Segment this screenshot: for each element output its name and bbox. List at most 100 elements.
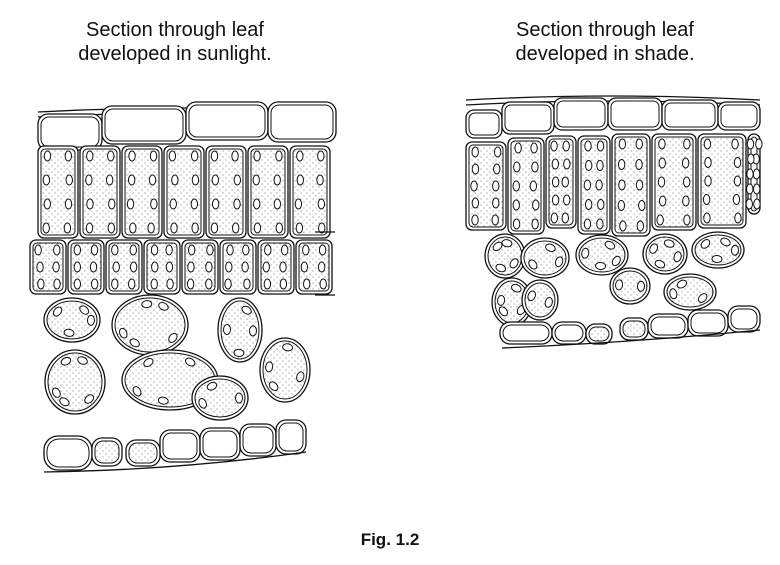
chloroplast <box>554 256 564 268</box>
chloroplast <box>730 244 739 256</box>
cell-membrane <box>504 104 552 132</box>
chloroplast <box>746 183 754 195</box>
chloroplast <box>89 261 98 273</box>
chloroplast <box>85 174 93 186</box>
chloroplast <box>682 195 690 207</box>
chloroplast <box>702 194 711 205</box>
chloroplast <box>223 324 232 336</box>
chloroplast <box>563 194 571 206</box>
chloroplast <box>59 397 70 407</box>
chloroplast <box>531 218 539 230</box>
chloroplast <box>149 150 158 162</box>
chloroplast <box>233 348 245 357</box>
chloroplast <box>531 161 539 173</box>
chloroplast <box>584 140 592 152</box>
cell-membrane <box>278 422 304 452</box>
chloroplast <box>187 244 196 256</box>
cell-membrane <box>292 148 328 236</box>
sun-leaf-title-line1: Section through leaf <box>86 19 264 41</box>
chloroplast <box>704 175 712 187</box>
chloroplast <box>186 278 195 290</box>
chloroplast <box>36 261 44 273</box>
chloroplast <box>169 198 177 210</box>
cell-membrane <box>664 102 716 128</box>
chloroplast <box>226 244 234 256</box>
chloroplast <box>294 198 303 210</box>
chloroplast <box>147 222 155 234</box>
chloroplast <box>658 195 667 207</box>
chloroplast <box>529 180 538 192</box>
cell-membrane <box>202 430 238 458</box>
chloroplast <box>581 247 590 259</box>
chloroplast <box>205 261 213 273</box>
chloroplast <box>129 261 138 273</box>
chloroplast <box>673 251 682 263</box>
chloroplast <box>658 157 666 169</box>
chloroplast <box>752 183 761 195</box>
chloroplast <box>746 138 755 150</box>
chloroplast <box>551 176 560 188</box>
sun-leaf-section <box>29 101 337 473</box>
chloroplast <box>703 138 712 150</box>
chloroplast <box>126 198 135 210</box>
sun-leaf-title: Section through leaf developed in sunlig… <box>45 18 305 66</box>
cell-membrane <box>162 432 198 460</box>
chloroplast <box>253 198 261 210</box>
chloroplast <box>493 146 502 158</box>
chloroplast <box>85 222 94 234</box>
chloroplast <box>317 198 326 210</box>
chloroplast <box>617 159 626 170</box>
chloroplast <box>635 159 643 170</box>
chloroplast <box>52 261 60 273</box>
chloroplast <box>471 197 480 209</box>
chloroplast <box>704 157 712 168</box>
chloroplast <box>79 305 90 315</box>
chloroplast <box>63 222 72 234</box>
chloroplast <box>253 150 261 162</box>
chloroplast <box>300 261 309 273</box>
cell-membrane <box>104 108 184 142</box>
chloroplast <box>211 198 220 210</box>
chloroplast <box>596 160 604 171</box>
chloroplast <box>747 153 755 165</box>
cell-membrane <box>40 116 100 148</box>
chloroplast <box>514 142 522 154</box>
cell-membrane <box>166 148 202 236</box>
chloroplast <box>493 163 501 175</box>
chloroplast <box>491 214 499 226</box>
chloroplast <box>165 244 173 256</box>
chloroplast <box>148 174 157 186</box>
chloroplast <box>119 327 128 339</box>
chloroplast <box>132 386 142 397</box>
chloroplast <box>112 261 120 273</box>
chloroplast <box>265 361 274 373</box>
chloroplast <box>242 244 250 256</box>
chloroplast <box>60 356 72 366</box>
chloroplast <box>544 296 553 308</box>
chloroplast <box>617 200 626 211</box>
chloroplast <box>42 174 51 186</box>
chloroplast <box>658 138 666 150</box>
chloroplast <box>296 174 304 186</box>
chloroplast <box>753 198 761 210</box>
cell-membrane <box>700 136 744 226</box>
chloroplast <box>501 239 513 248</box>
chloroplast <box>243 278 251 290</box>
chloroplast <box>697 293 708 303</box>
chloroplast <box>73 278 82 290</box>
upper-cuticle <box>465 95 761 101</box>
chloroplast <box>596 140 605 152</box>
chloroplast <box>64 150 73 162</box>
chloroplast <box>105 174 114 186</box>
chloroplast <box>604 240 616 250</box>
chloroplast <box>279 261 287 273</box>
chloroplast <box>511 283 522 293</box>
cell-membrane <box>47 352 103 412</box>
chloroplast <box>43 150 52 162</box>
chloroplast <box>550 140 558 152</box>
chloroplast <box>241 305 252 315</box>
chloroplast <box>43 198 52 210</box>
chloroplast <box>318 222 326 234</box>
cell-membrane <box>250 148 286 236</box>
cell-membrane <box>188 104 266 138</box>
